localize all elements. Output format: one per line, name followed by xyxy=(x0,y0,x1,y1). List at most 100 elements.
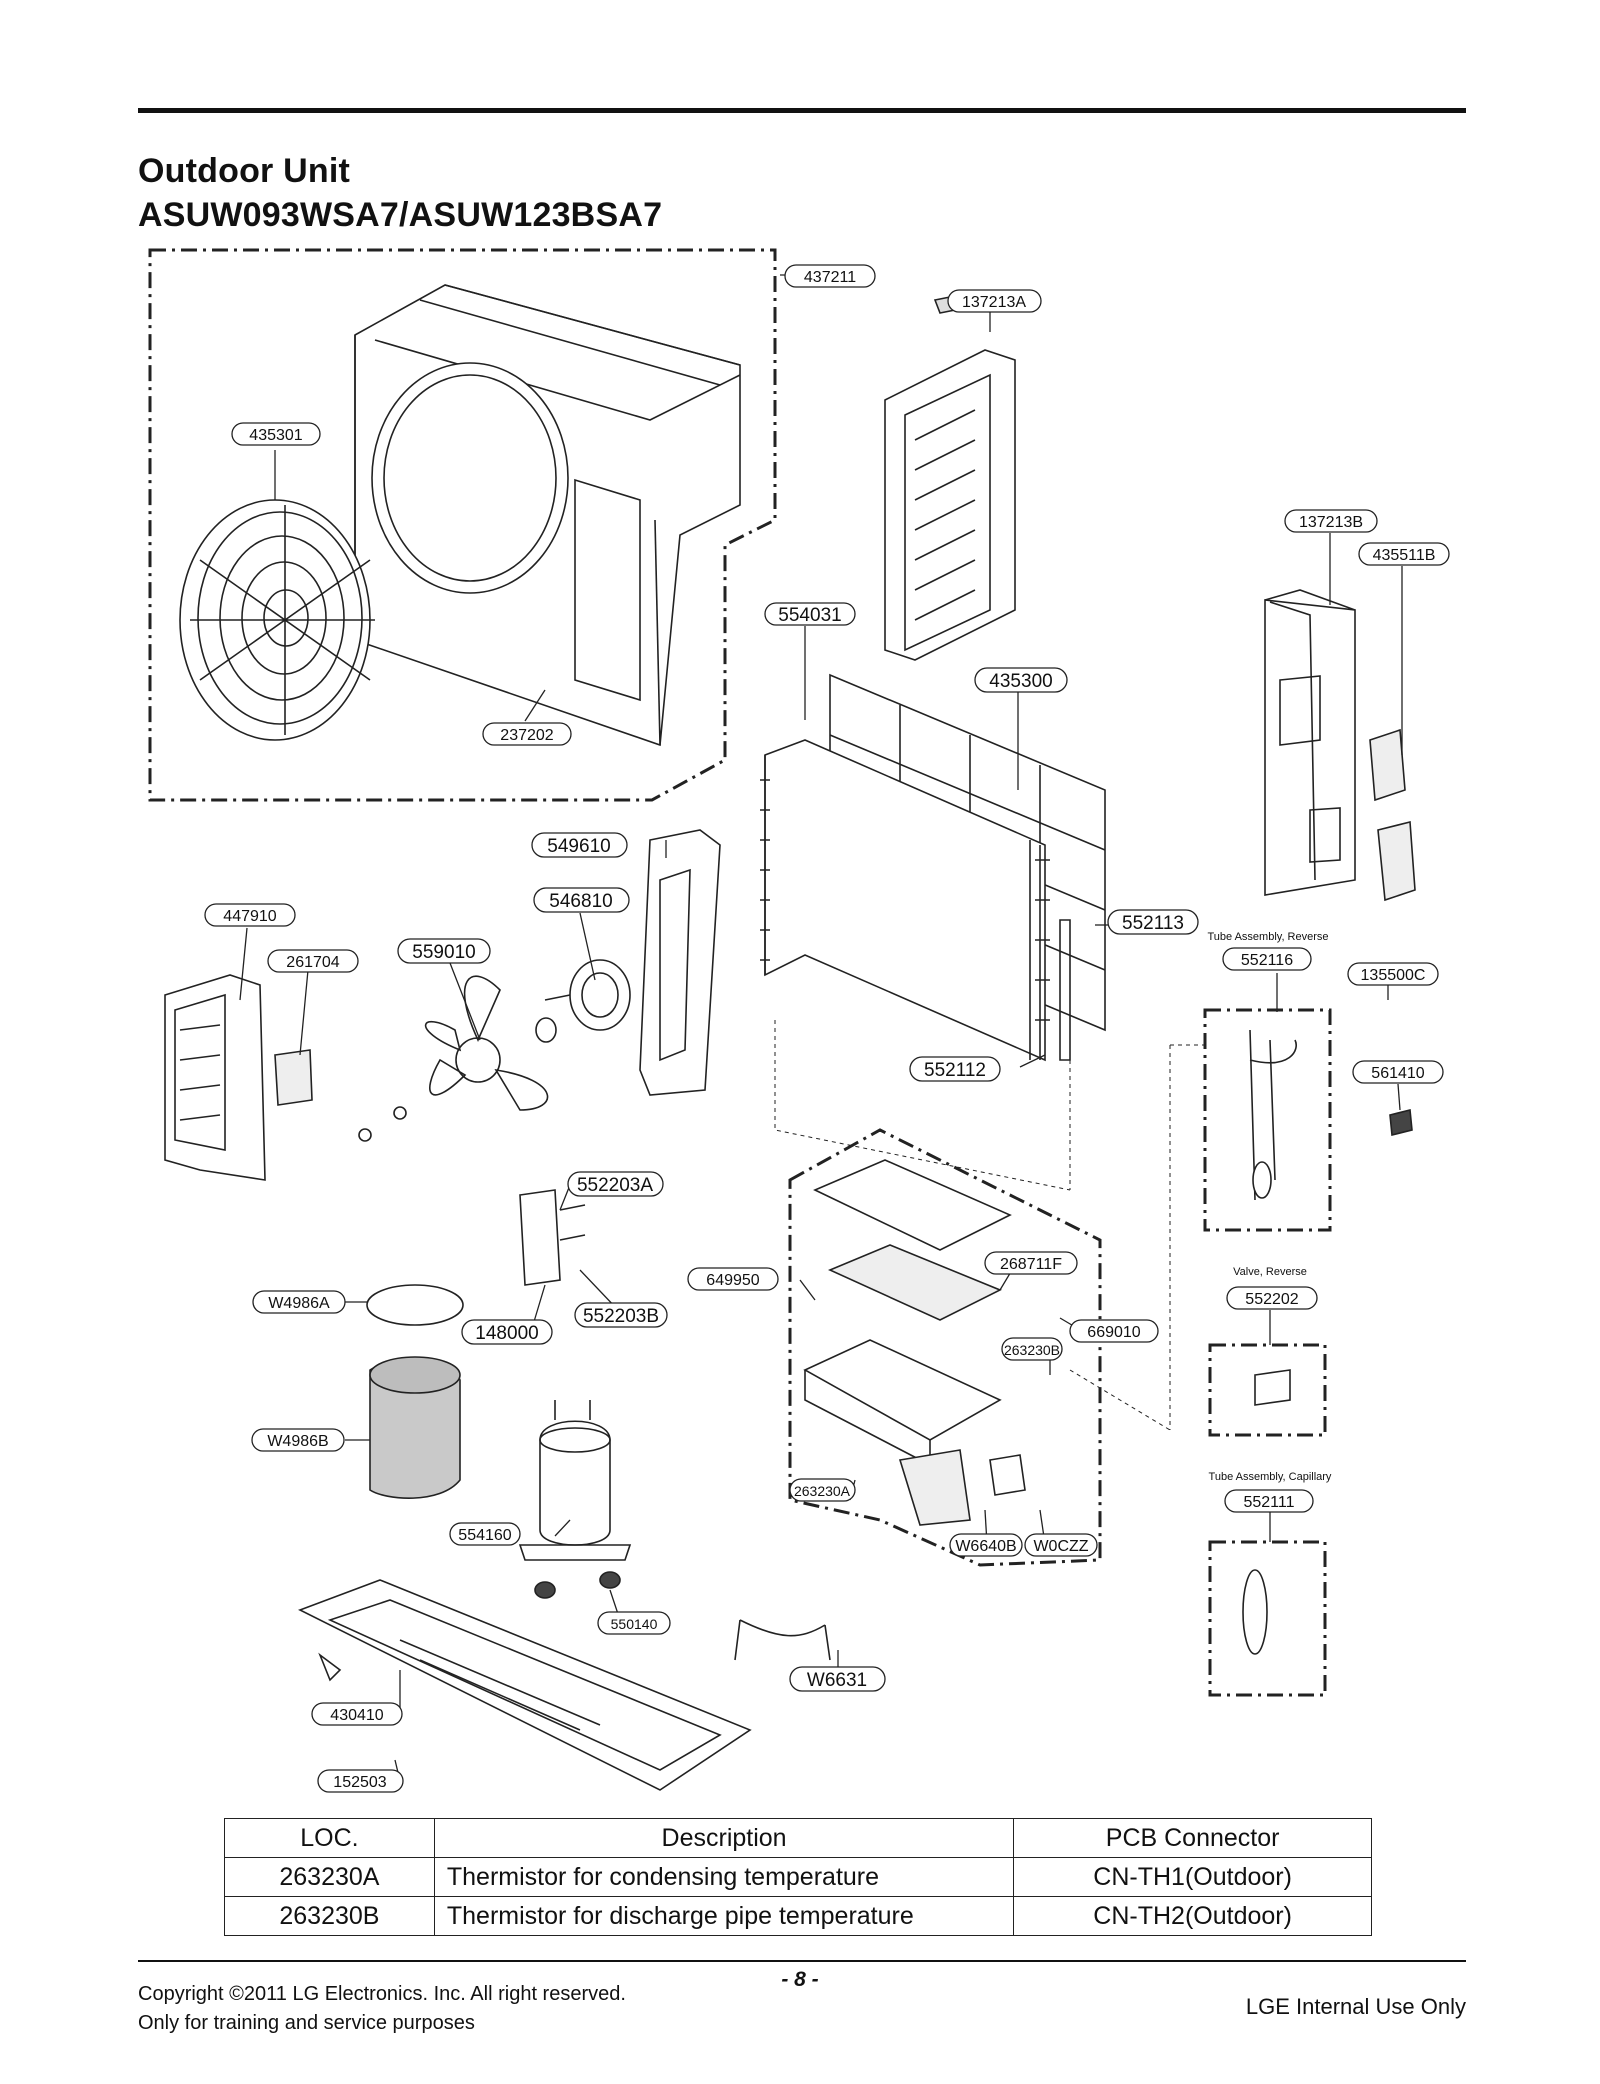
callout-box xyxy=(1222,947,1312,971)
callout-label: 263230A xyxy=(794,1483,851,1499)
reverse-valve-drawing xyxy=(1254,1369,1291,1406)
callout-label: 237202 xyxy=(500,727,553,744)
top-rule xyxy=(138,108,1466,113)
capillary-box xyxy=(1208,1540,1327,1697)
callout-box xyxy=(974,667,1068,693)
table-cell: Thermistor for condensing temperature xyxy=(433,1857,1015,1897)
callout-box xyxy=(204,903,296,927)
callout-box xyxy=(311,1702,403,1726)
callout-label: 649950 xyxy=(706,1272,759,1289)
callout-box xyxy=(789,1478,856,1502)
wire-harness-drawing xyxy=(734,1619,831,1661)
callout-label: 561410 xyxy=(1371,1065,1424,1082)
callout-box xyxy=(1224,1489,1314,1513)
table-cell: CN-TH2(Outdoor) xyxy=(1013,1896,1372,1936)
callout-label: 549610 xyxy=(547,836,610,857)
callout-box xyxy=(984,1251,1078,1275)
callout-box xyxy=(784,264,876,288)
callout-box xyxy=(909,1056,1001,1082)
callout-box xyxy=(687,1267,779,1291)
callout-label: W6640B xyxy=(955,1538,1016,1555)
internal-use-text: LGE Internal Use Only xyxy=(1245,1994,1466,2019)
callout-label: 263230B xyxy=(1004,1342,1060,1358)
fan-motor-drawing xyxy=(544,959,631,1031)
exploded-view-diagram: 437211 137213A 435301 137213B 435511B 55… xyxy=(148,248,1450,1793)
callout-box xyxy=(267,949,359,973)
side-label-tube-reverse: Tube Assembly, Reverse xyxy=(1207,931,1328,943)
propeller-fan-drawing xyxy=(358,975,557,1142)
callout-box xyxy=(1226,1286,1318,1310)
callout-box xyxy=(531,832,628,858)
callout-label: 435300 xyxy=(989,671,1052,692)
callout-label: 152503 xyxy=(333,1774,386,1791)
callout-label: 437211 xyxy=(804,269,856,286)
callout-box xyxy=(449,1522,521,1546)
table-header-row: LOC. Description PCB Connector xyxy=(224,1818,1372,1858)
callout-label: 552202 xyxy=(1245,1291,1298,1308)
callout-box xyxy=(461,1319,553,1345)
callout-box xyxy=(567,1171,664,1197)
reverse-tube-box xyxy=(1203,1008,1332,1232)
service-valve-drawing xyxy=(519,1189,586,1286)
page-number: - 8 - xyxy=(781,1968,819,1991)
callout-box xyxy=(1069,1319,1159,1343)
callout-label: 552116 xyxy=(1241,952,1293,969)
table-cell: 263230A xyxy=(224,1857,435,1897)
callout-label: 552113 xyxy=(1122,913,1184,934)
training-note: Only for training and service purposes xyxy=(138,2012,475,2034)
callout-label: W6631 xyxy=(807,1670,867,1691)
callout-box xyxy=(1107,909,1199,935)
callout-labels xyxy=(204,264,1450,1793)
callout-label: W0CZZ xyxy=(1033,1538,1088,1555)
insulation-plate-drawing xyxy=(366,1284,464,1326)
callout-box xyxy=(574,1302,668,1328)
callout-box xyxy=(397,938,491,964)
table-row: 263230A Thermistor for condensing temper… xyxy=(224,1857,1372,1897)
callout-box xyxy=(1358,542,1450,566)
copyright-text: Copyright ©2011 LG Electronics. Inc. All… xyxy=(138,1983,626,2005)
callout-label: 148000 xyxy=(475,1323,538,1344)
callout-box xyxy=(1284,509,1378,533)
callout-label: 135500C xyxy=(1361,967,1426,984)
callout-label: 550140 xyxy=(611,1616,658,1632)
model-title: ASUW093WSA7/ASUW123BSA7 xyxy=(138,196,663,234)
callout-label: 554031 xyxy=(778,605,841,626)
table-cell: CN-TH1(Outdoor) xyxy=(1013,1857,1372,1897)
callout-label: 435511B xyxy=(1373,547,1436,564)
callout-label: 554160 xyxy=(458,1527,511,1544)
callout-label: 430410 xyxy=(330,1707,383,1724)
callout-label: 435301 xyxy=(249,427,302,444)
callout-box xyxy=(231,422,321,446)
control-box-boundary xyxy=(788,1128,1102,1567)
motor-bracket-drawing xyxy=(639,829,721,1096)
callout-box xyxy=(1001,1337,1063,1361)
callout-label: 552203B xyxy=(583,1306,659,1327)
callout-label: 268711F xyxy=(1000,1256,1062,1273)
control-box-drawing xyxy=(803,1159,1026,1526)
capillary-tube-drawing xyxy=(1242,1569,1268,1655)
callout-label: 559010 xyxy=(412,942,475,963)
callout-box xyxy=(789,1666,886,1692)
callout-box xyxy=(317,1769,404,1793)
cabinet-group-boundary xyxy=(148,248,777,802)
callout-box xyxy=(252,1290,346,1314)
page-title: Outdoor Unit xyxy=(138,152,351,190)
callout-box xyxy=(1024,1533,1098,1557)
bottom-rule xyxy=(138,1960,1466,1962)
callout-label: 552203A xyxy=(577,1175,653,1196)
callout-label: W4986A xyxy=(268,1295,330,1312)
side-panel-drawing xyxy=(1264,589,1416,902)
reverse-valve-box xyxy=(1208,1343,1327,1437)
sound-blanket-drawing xyxy=(369,1356,461,1499)
compressor-drawing xyxy=(518,1400,632,1599)
callout-label: 546810 xyxy=(549,891,612,912)
side-label-tube-capillary: Tube Assembly, Capillary xyxy=(1209,1471,1332,1483)
callout-label: 669010 xyxy=(1087,1324,1140,1341)
leader-lines xyxy=(239,274,1403,1782)
callout-label: 552112 xyxy=(924,1060,986,1081)
condenser-coil-drawing xyxy=(760,739,1071,1062)
thermistor-legend-table: LOC. Description PCB Connector 263230A T… xyxy=(224,1818,1372,1936)
callout-box xyxy=(764,602,856,626)
table-cell: Thermistor for discharge pipe temperatur… xyxy=(433,1896,1015,1936)
table-cell: 263230B xyxy=(224,1896,435,1936)
